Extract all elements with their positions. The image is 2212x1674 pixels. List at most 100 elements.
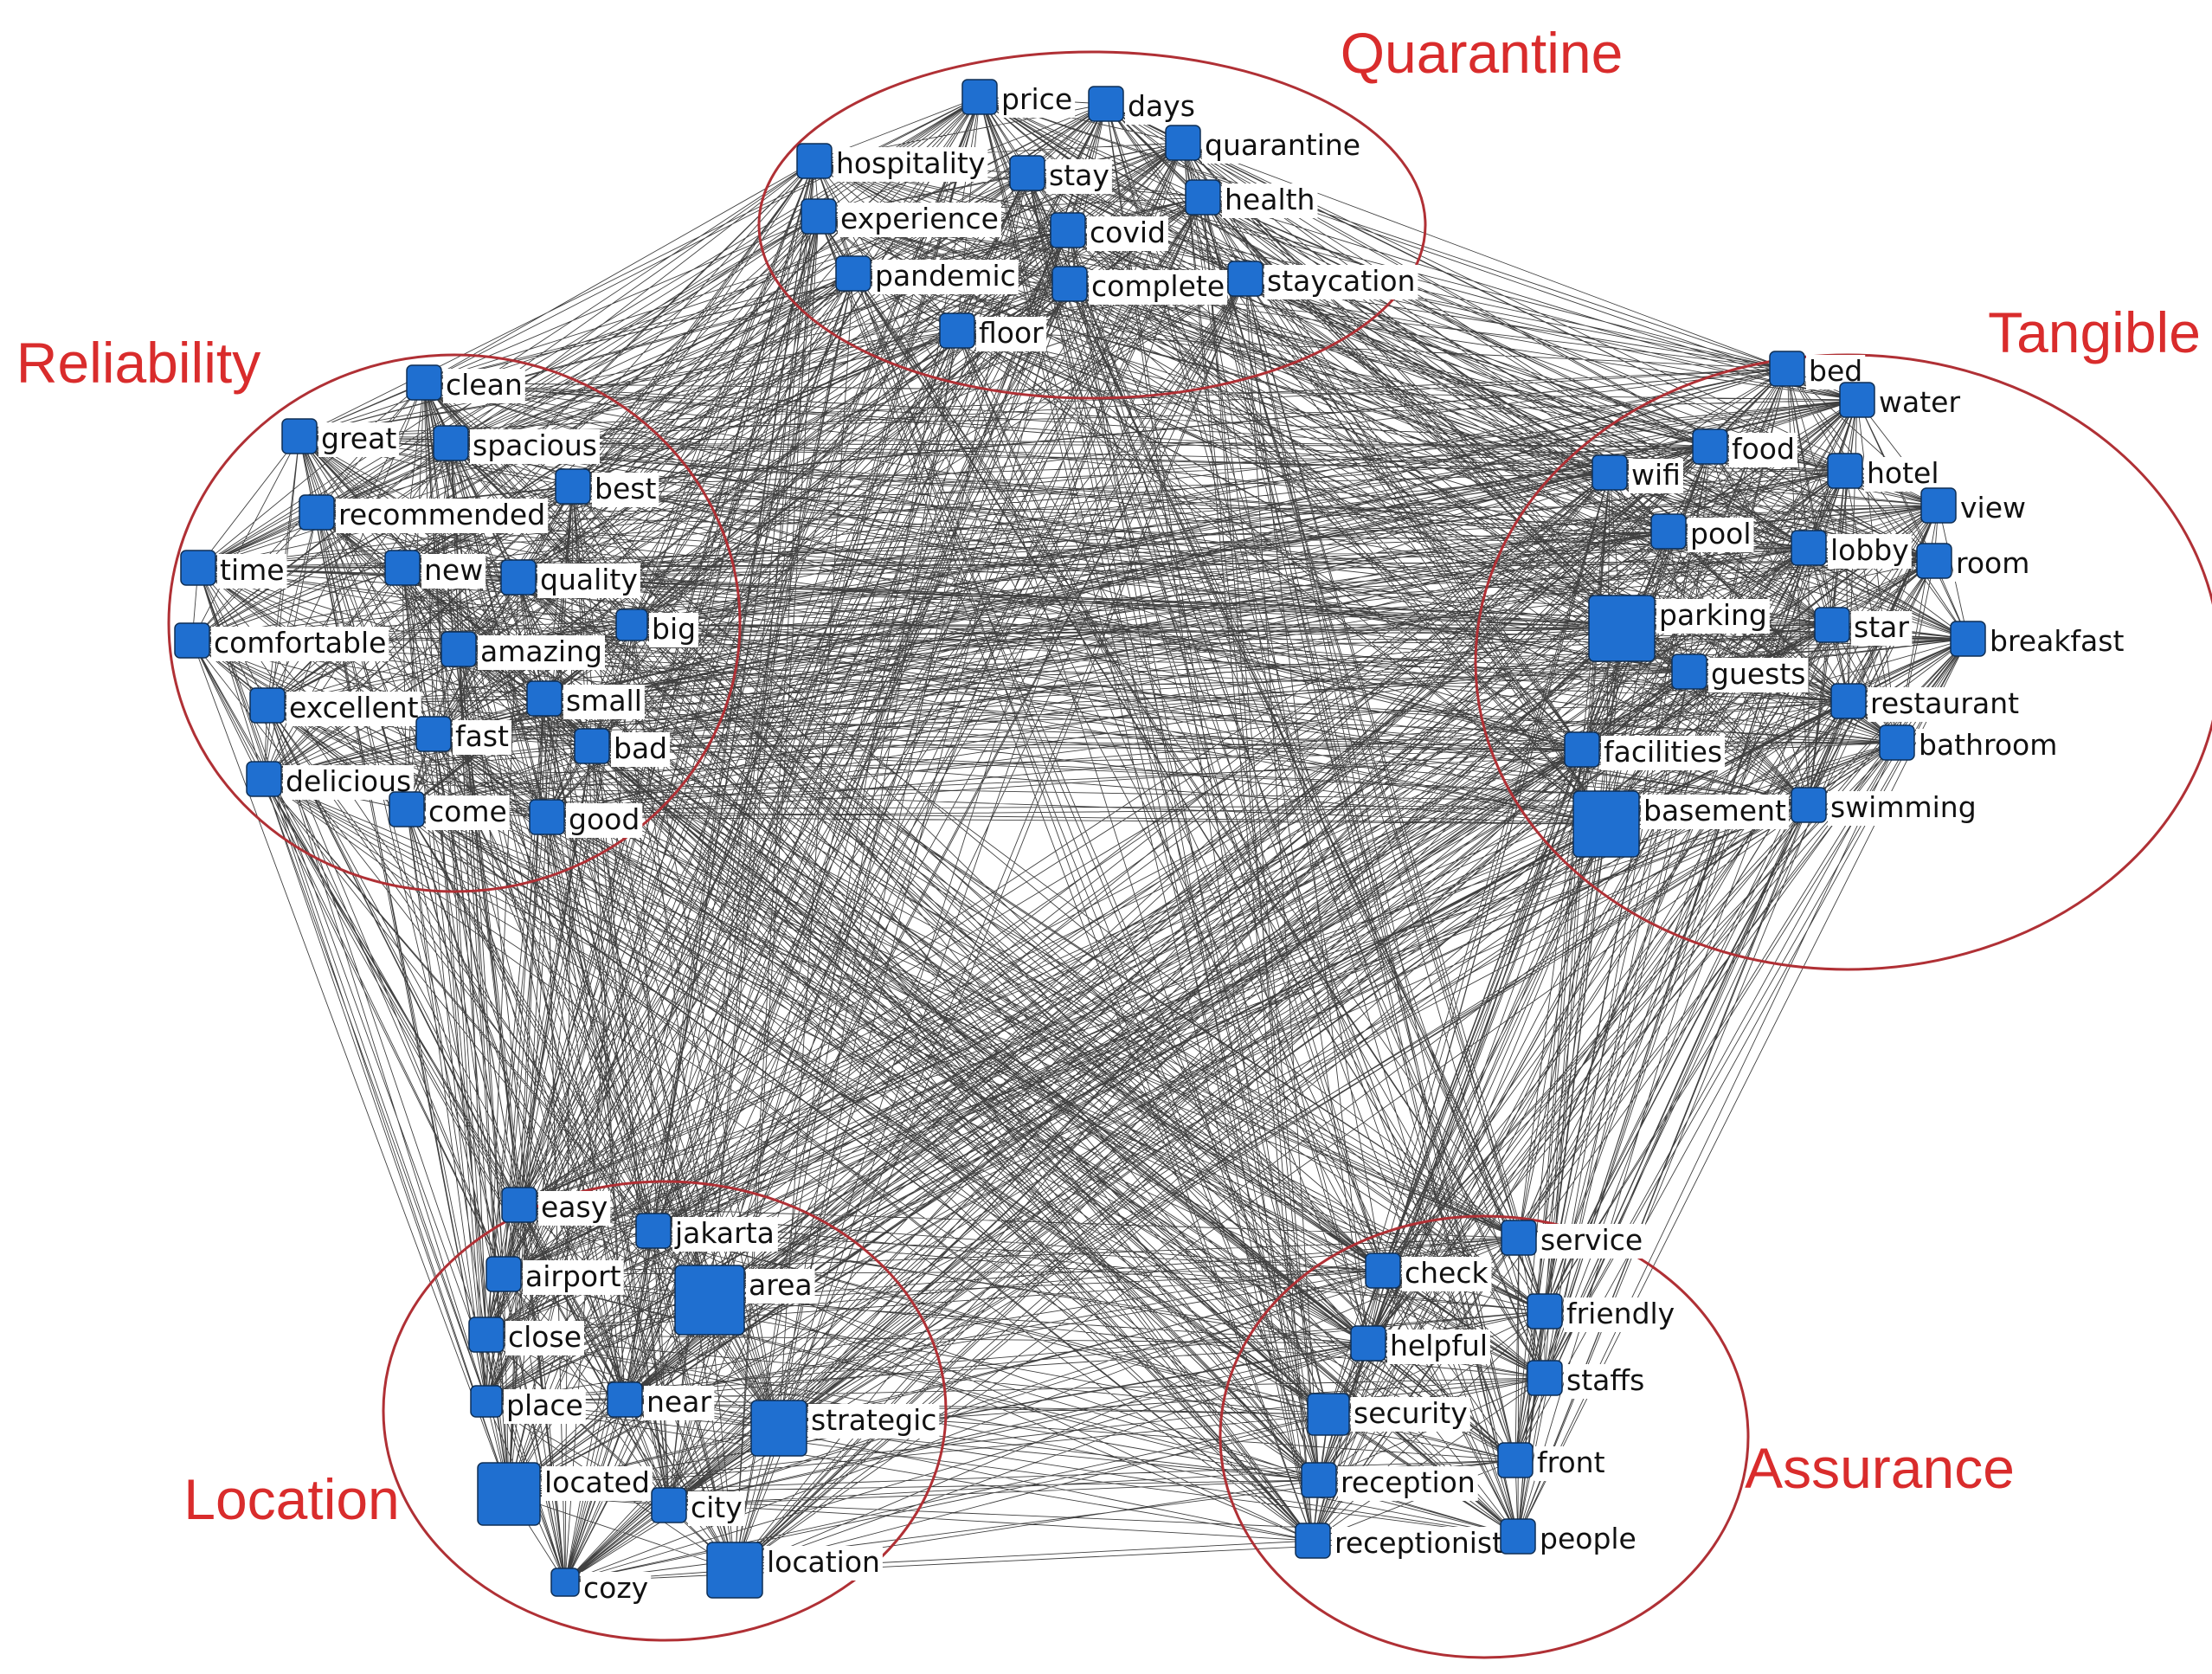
word-label: amazing [480,634,602,668]
node-square [1916,543,1952,579]
node-square [1950,621,1986,657]
word-label: restaurant [1870,686,2019,720]
word-label: days [1128,89,1195,123]
word-label: jakarta [674,1216,775,1250]
word-label-background [1402,1257,1492,1291]
node-square [1769,351,1805,387]
word-label-background [1264,265,1418,299]
word-label-background [537,563,640,598]
cluster-outline-quarantine [757,50,1427,400]
word-label-background [1656,599,1770,634]
word-label: pandemic [875,259,1016,293]
word-label: located [544,1465,650,1499]
word-label-background [478,635,605,670]
word-label-background [1828,534,1912,569]
word-label-background [1851,611,1913,646]
word-label-background [523,1260,624,1295]
cluster-label-assurance: Assurance [1745,1436,2015,1500]
word-label: recommended [338,498,545,531]
node-square [750,1400,807,1457]
node-square [706,1542,763,1599]
node-square [500,559,537,596]
word-label-background [649,613,699,647]
node-square [961,79,998,115]
word-label: best [595,472,656,505]
word-label: food [1732,432,1795,466]
word-node-delicious: delicious [246,761,415,800]
node-square [1791,530,1827,566]
node-square [1527,1293,1563,1330]
word-label-background [833,147,988,182]
word-node-bed: bed [1769,351,1866,390]
word-label-background [1629,459,1683,493]
word-label: good [569,802,640,836]
word-label-background [764,1546,883,1581]
word-label-background [611,732,671,767]
node-square [555,468,591,505]
node-square [529,799,565,835]
word-node-floor: floor [939,312,1047,351]
word-label: people [1540,1522,1636,1555]
word-label-background [1125,90,1198,125]
node-square [1365,1252,1401,1289]
word-label: airport [525,1259,621,1293]
node-square [1500,1518,1536,1555]
node-square [485,1256,522,1292]
word-node-restaurant: restaurant [1830,683,2022,722]
word-label: experience [840,202,999,235]
word-node-hospitality: hospitality [796,143,988,182]
word-node-food: food [1692,428,1797,467]
word-node-basement: basement [1572,790,1789,858]
word-label: area [749,1268,813,1302]
word-node-days: days [1088,86,1198,125]
node-square [1227,261,1264,297]
cluster-outline-reliability [167,353,742,893]
word-label: helpful [1390,1329,1488,1362]
node-square [1830,683,1867,719]
word-label: room [1956,546,2029,580]
word-node-place: place [470,1385,586,1424]
word-node-bathroom: bathroom [1879,724,2061,763]
node-square [246,761,282,797]
word-label: spacious [473,428,597,462]
word-node-bad: bad [574,728,671,767]
word-node-room: room [1916,543,2033,582]
word-label-background [1387,1330,1490,1364]
word-label: excellent [289,691,419,724]
word-label-background [592,473,659,507]
word-label-background [1864,457,1942,492]
word-node-star: star [1814,607,1913,646]
word-node-cozy: cozy [550,1568,652,1606]
word-node-pool: pool [1650,513,1754,552]
node-square [470,1385,503,1418]
word-node-front: front [1497,1442,1608,1481]
node-square [1879,724,1915,761]
node-square [174,622,210,659]
cluster-label-reliability: Reliability [16,331,260,395]
word-node-spacious: spacious [433,425,600,464]
word-label-background [1222,183,1318,218]
word-node-close: close [468,1317,584,1355]
word-node-parking: parking [1588,595,1770,662]
node-square [281,418,318,454]
word-label-background [1338,1466,1478,1501]
word-label-background [1987,625,2127,660]
word-label: small [566,684,642,718]
node-square [1827,453,1863,489]
word-node-covid: covid [1050,212,1168,251]
node-square [635,1213,672,1249]
word-label-background [688,1491,745,1526]
word-label-background [644,1386,715,1420]
node-square [1671,654,1707,690]
word-label: swimming [1830,790,1977,824]
word-node-located: located [477,1462,653,1526]
node-square [1307,1393,1350,1436]
node-square [180,550,216,586]
word-node-recommended: recommended [299,494,549,533]
word-label: receptionist [1334,1526,1503,1560]
word-label-background [581,1572,652,1606]
node-square [1295,1523,1331,1559]
